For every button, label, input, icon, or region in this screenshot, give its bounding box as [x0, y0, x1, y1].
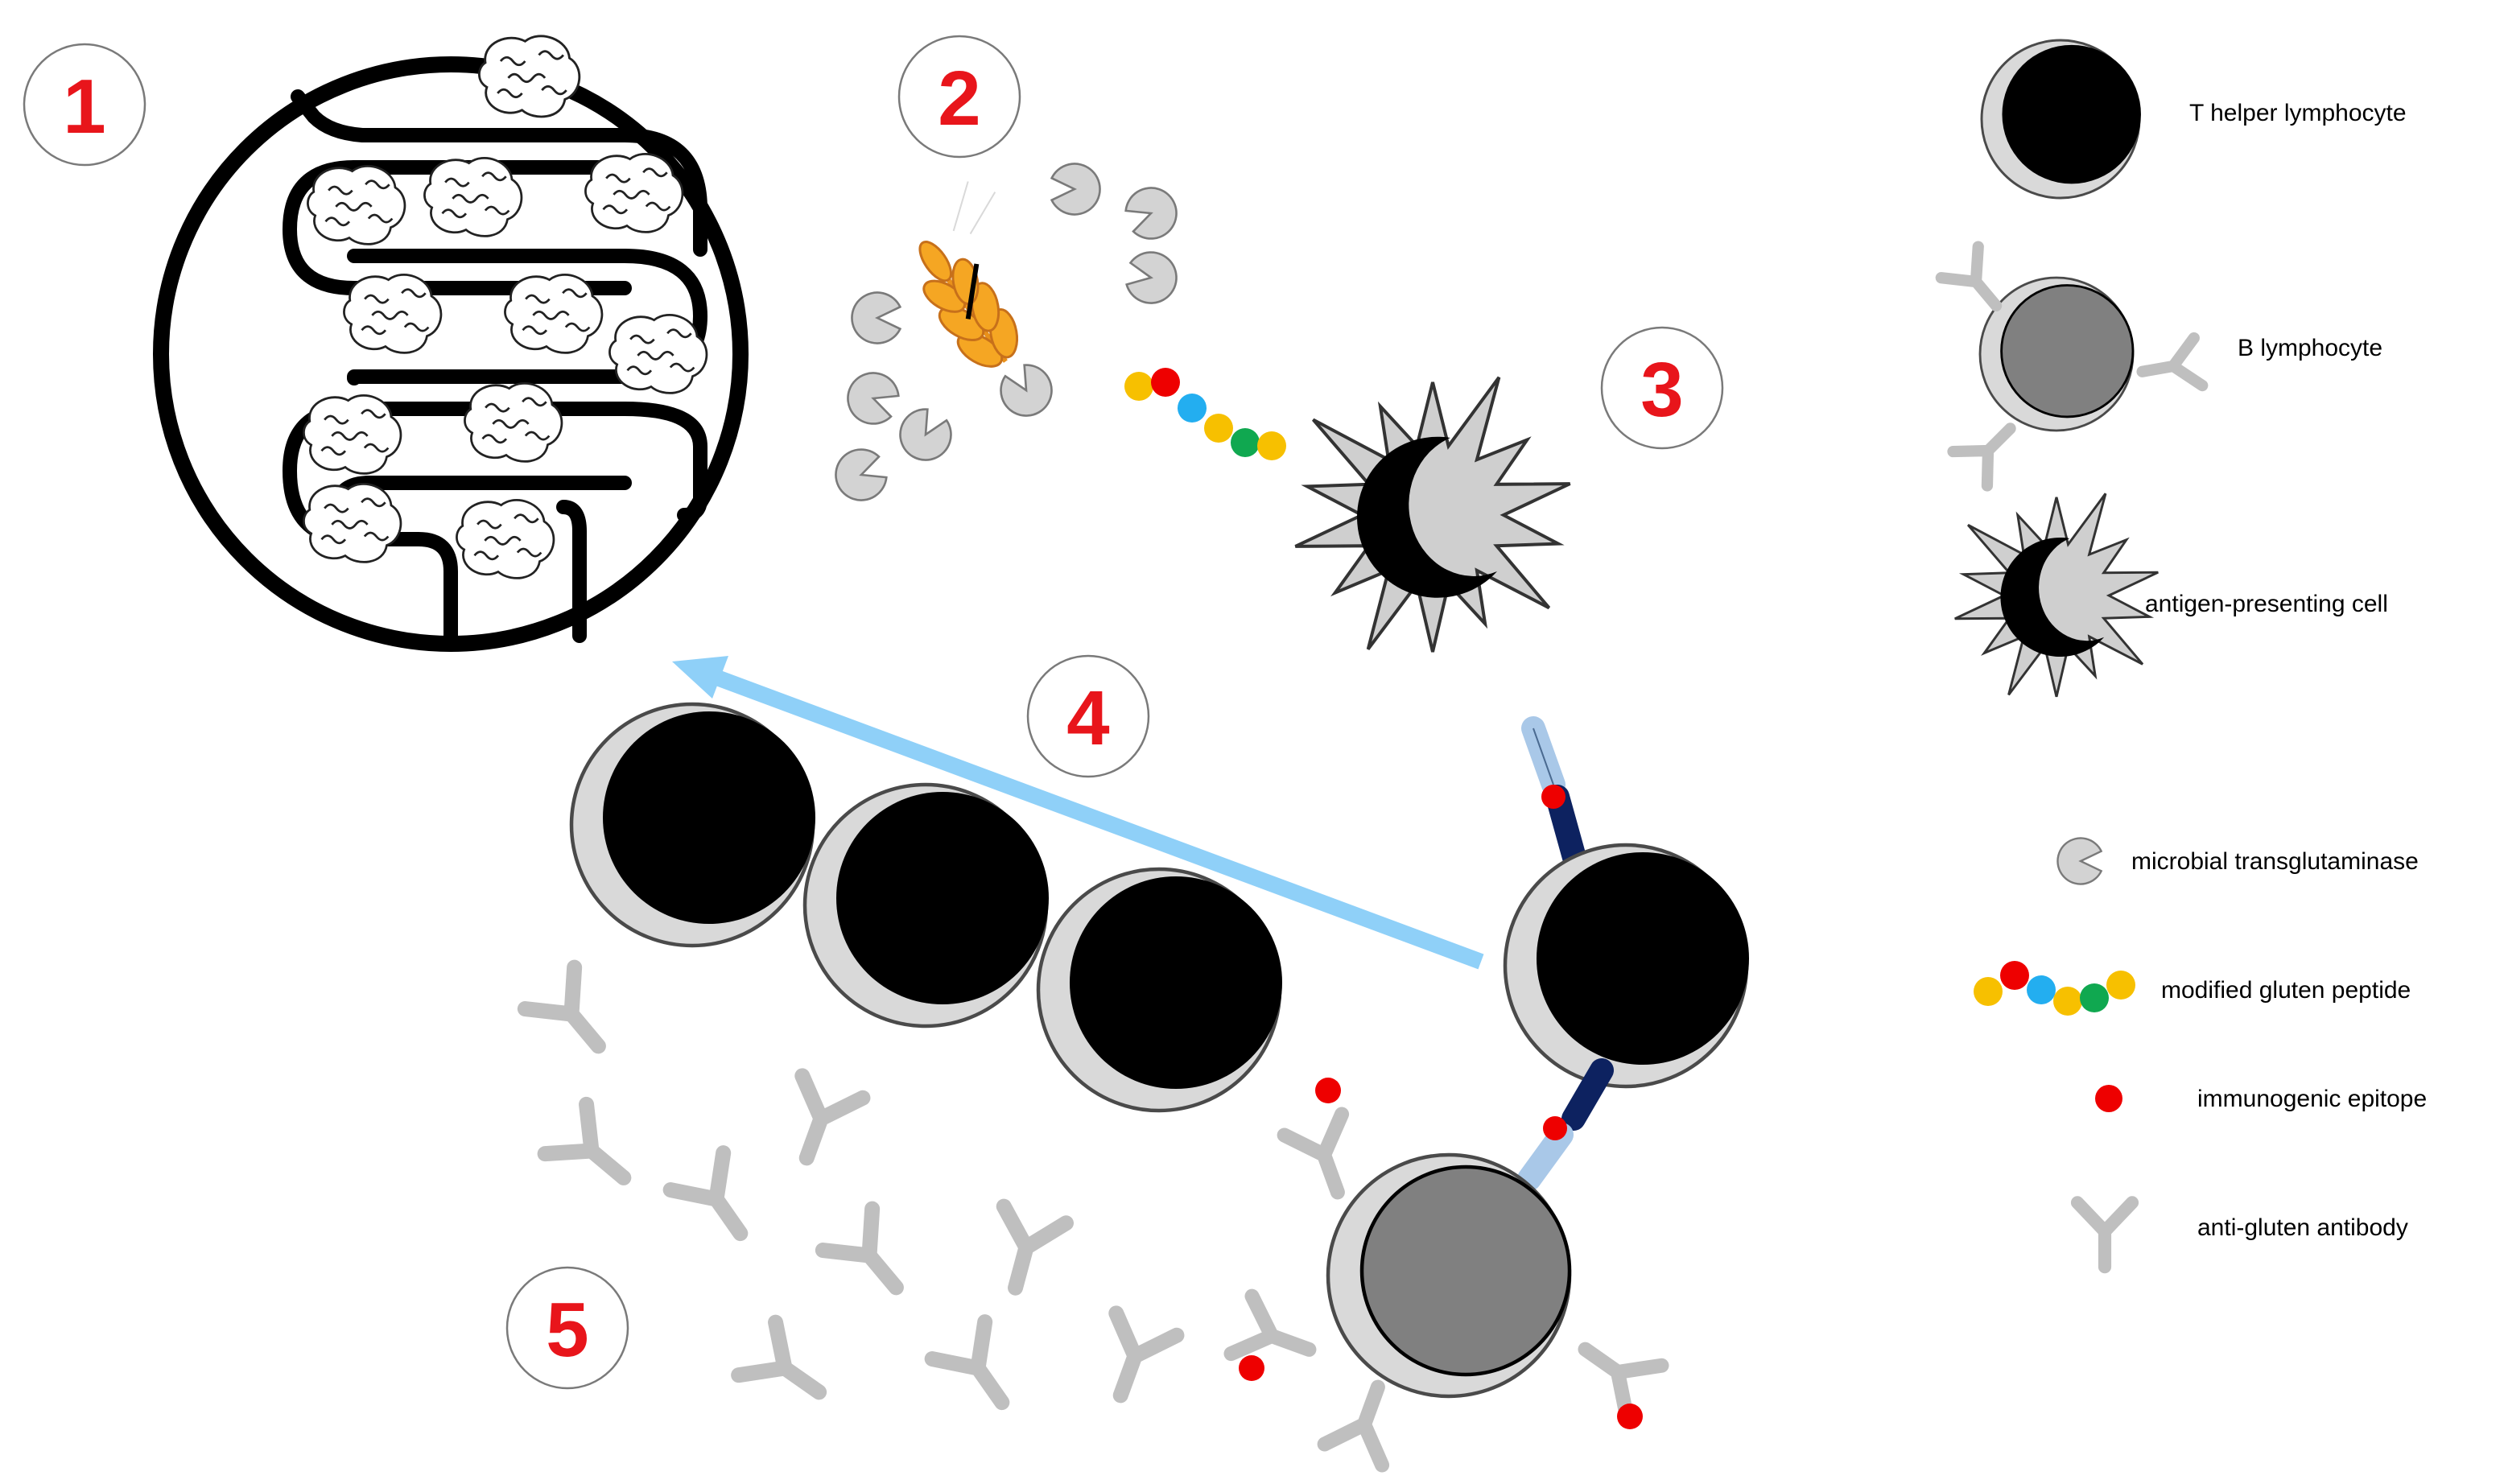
peptide-residue	[1124, 372, 1153, 401]
proliferating-t-cells	[571, 704, 1282, 1111]
epitope-dot	[1541, 785, 1566, 809]
b-lymphocyte-cell	[1328, 1155, 1570, 1396]
microbial-transglutaminase-icon	[2056, 837, 2102, 885]
step-number-2: 2	[897, 35, 1021, 159]
svg-text:antigen-presenting cell: antigen-presenting cell	[2145, 591, 2388, 617]
peptide-residue	[1204, 414, 1233, 443]
svg-text:3: 3	[1640, 347, 1683, 433]
svg-text:microbial transglutaminase: microbial transglutaminase	[2131, 848, 2419, 875]
free-epitopes	[1239, 1078, 1643, 1429]
immunogenic-epitope-icon	[2095, 1085, 2122, 1112]
svg-text:5: 5	[546, 1287, 588, 1373]
svg-text:1: 1	[63, 64, 105, 150]
peptide-residue	[2053, 987, 2082, 1016]
legend-item-immunogenic-epitope: immunogenic epitope	[2095, 1085, 2427, 1112]
legend-item-t-helper-lymphocyte: T helper lymphocyte	[1980, 39, 2407, 200]
intestine-section	[153, 35, 749, 652]
peptide-residue	[1151, 368, 1180, 397]
svg-text:immunogenic epitope: immunogenic epitope	[2197, 1086, 2427, 1112]
peptide-residue	[2080, 983, 2109, 1012]
svg-text:T helper lymphocyte: T helper lymphocyte	[2189, 100, 2407, 126]
antigen-presenting-cell-icon	[1953, 492, 2160, 699]
anti-gluten-antibody-icon	[2077, 1202, 2132, 1267]
mhc-tcr-complex-lower	[1517, 1058, 1614, 1191]
svg-text:4: 4	[1066, 675, 1109, 761]
legend-item-modified-gluten-peptide: modified gluten peptide	[1974, 961, 2411, 1016]
peptide-residue	[2000, 961, 2029, 990]
modified-gluten-peptide-icon	[1974, 961, 2135, 1016]
step-number-1: 1	[23, 43, 146, 167]
svg-text:B lymphocyte: B lymphocyte	[2238, 335, 2382, 361]
legend: T helper lymphocyte B lymphocyte antigen…	[1941, 39, 2427, 1267]
peptide-residue	[1257, 431, 1286, 460]
peptide-residue	[2027, 975, 2056, 1004]
central-t-helper-cell	[1505, 845, 1749, 1086]
peptide-residue	[1974, 977, 2003, 1006]
t-helper-lymphocyte-icon	[1980, 39, 2143, 200]
legend-item-b-lymphocyte: B lymphocyte	[1941, 247, 2382, 486]
peptide-residue	[1178, 394, 1207, 423]
svg-text:2: 2	[938, 56, 980, 142]
legend-item-antigen-presenting-cell: antigen-presenting cell	[1953, 492, 2388, 699]
peptide-residue	[2106, 971, 2135, 1000]
peptide-residue	[1231, 428, 1260, 457]
mhc-tcr-complex-upper	[1521, 716, 1590, 881]
legend-item-anti-gluten-antibody: anti-gluten antibody	[2077, 1202, 2408, 1267]
svg-text:anti-gluten antibody: anti-gluten antibody	[2197, 1214, 2408, 1241]
arrow-to-intestine	[672, 656, 1484, 970]
step-number-3: 3	[1600, 326, 1724, 450]
wheat-icon	[918, 181, 1019, 368]
b-lymphocyte-icon	[1941, 247, 2202, 486]
legend-item-microbial-transglutaminase: microbial transglutaminase	[2056, 837, 2419, 885]
epitope-dot	[1543, 1116, 1567, 1140]
antigen-presenting-cell	[1293, 375, 1572, 654]
svg-text:modified gluten peptide: modified gluten peptide	[2161, 977, 2411, 1004]
modified-gluten-peptide	[1124, 368, 1286, 460]
step-number-5: 5	[505, 1266, 629, 1390]
step-number-4: 4	[1026, 654, 1150, 778]
